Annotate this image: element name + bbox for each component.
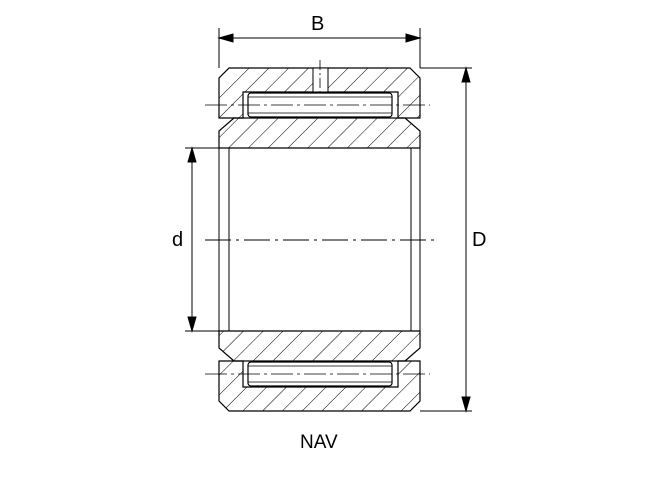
upper-inner-ring: [218, 117, 421, 149]
dimension-d-bore: [185, 146, 230, 333]
bearing-type-caption: NAV: [300, 432, 338, 453]
upper-outer-ring: [218, 60, 421, 119]
lower-outer-ring: [218, 360, 421, 412]
bore-label-d: d: [172, 229, 184, 251]
dimension-d-outer: [420, 66, 472, 413]
outer-diameter-label-d: D: [472, 229, 487, 251]
upper-roller: [205, 92, 430, 118]
lower-inner-ring: [218, 330, 421, 362]
dimension-b: [217, 28, 422, 68]
width-label-b: B: [311, 13, 325, 35]
bore-outline: [218, 148, 421, 331]
